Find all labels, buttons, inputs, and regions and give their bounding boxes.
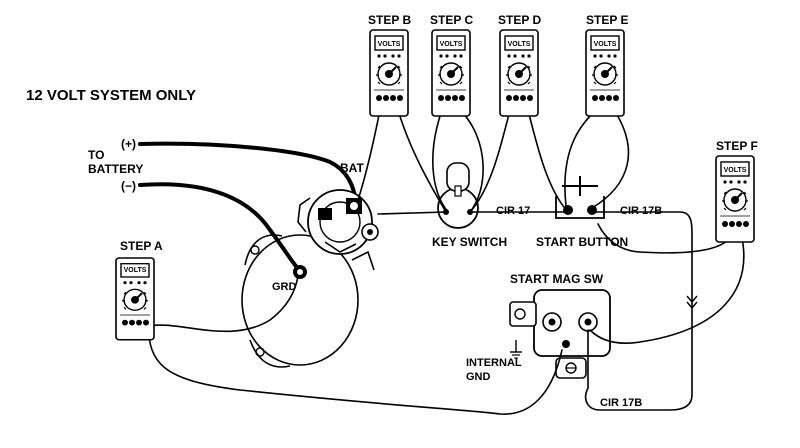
cir17b-bottom-label: CIR 17B	[600, 397, 642, 409]
step-b-lead-1	[357, 109, 381, 201]
step-d-meter-display: VOLTS	[508, 41, 531, 48]
cir17-label: CIR 17	[496, 205, 530, 217]
step-c-meter-display: VOLTS	[440, 41, 463, 48]
step-b-lead-2	[397, 109, 447, 213]
battery-positive-cable	[138, 141, 358, 207]
battery-label-line1: TO	[88, 148, 104, 162]
step-e-label: STEP E	[586, 13, 628, 27]
diagram-title: 12 VOLT SYSTEM ONLY	[26, 87, 196, 104]
step-f-lead-2	[589, 237, 745, 345]
step-d-lead-1	[469, 109, 511, 213]
grd-terminal-label: GRD	[272, 281, 297, 293]
start-button-label: START BUTTON	[536, 235, 628, 249]
ground-symbol	[510, 340, 522, 359]
start-mag-switch-label: START MAG SW	[510, 272, 604, 286]
step-e-lead-2	[591, 109, 630, 209]
step-c-lead-2	[459, 109, 484, 213]
key-switch	[437, 162, 479, 229]
step-a-label: STEP A	[120, 239, 163, 253]
battery-positive-label: (+)	[121, 137, 136, 151]
cir17b-wire	[584, 211, 693, 411]
start-mag-switch	[509, 289, 611, 379]
starter-motor	[241, 189, 379, 368]
key-switch-label: KEY SWITCH	[432, 235, 507, 249]
step-e-meter-display: VOLTS	[594, 41, 617, 48]
step-f-lead-1	[597, 223, 731, 254]
step-c-lead-1	[432, 109, 449, 213]
step-b-meter-display: VOLTS	[378, 41, 401, 48]
step-d-lead-2	[527, 109, 569, 213]
step-b-label: STEP B	[368, 13, 411, 27]
step-a-lead-1	[147, 275, 299, 333]
start-button	[555, 176, 605, 219]
step-a-meter-display: VOLTS	[124, 267, 147, 274]
battery-negative-label: (−)	[121, 179, 136, 193]
step-d-label: STEP D	[498, 13, 541, 27]
internal-gnd-label-line2: GND	[466, 371, 491, 383]
cir17-wire	[377, 211, 447, 215]
step-f-label: STEP F	[716, 139, 758, 153]
internal-gnd-label-line1: INTERNAL	[466, 357, 522, 369]
step-c-label: STEP C	[430, 13, 473, 27]
step-f-meter-display: VOLTS	[724, 167, 747, 174]
bat-terminal-label: BAT	[340, 161, 364, 175]
cir17b-top-label: CIR 17B	[620, 205, 662, 217]
step-a-lead-2	[147, 325, 563, 415]
battery-label-line2: BATTERY	[88, 162, 143, 176]
battery-negative-cable	[138, 182, 301, 272]
wire-break-marker	[686, 295, 698, 310]
